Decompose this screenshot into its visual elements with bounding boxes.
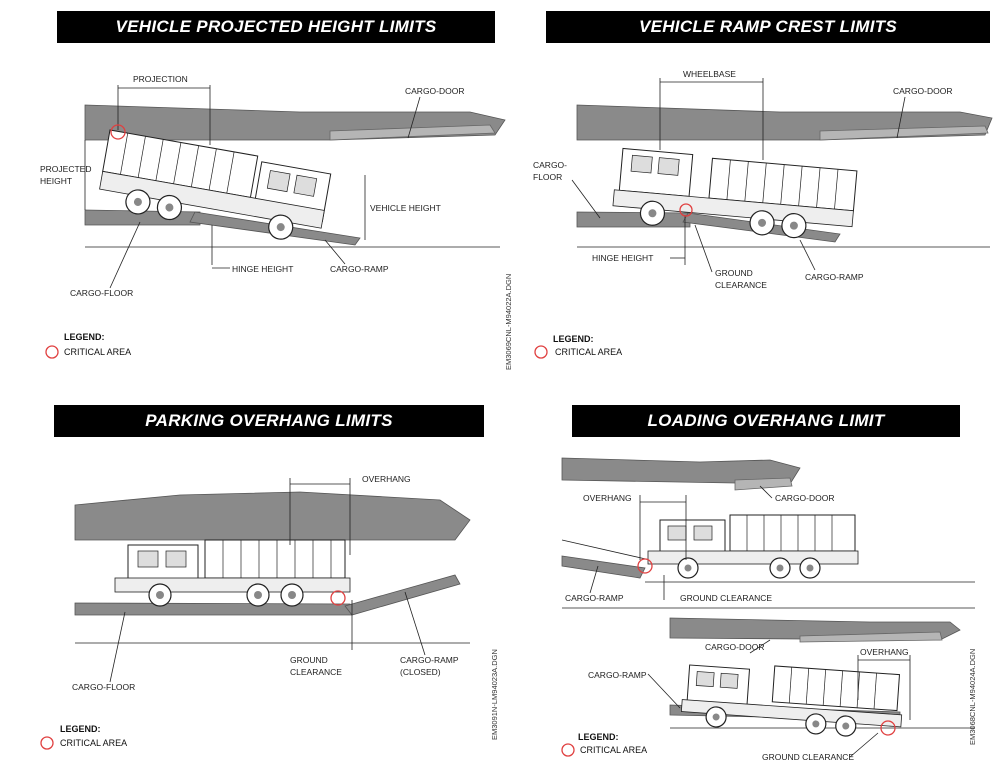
drawing-code: EM3069CNL-M94022A.DGN (504, 274, 513, 370)
label-clearance: CLEARANCE (290, 667, 342, 677)
label-hinge-height: HINGE HEIGHT (232, 264, 293, 274)
label-hinge-height: HINGE HEIGHT (592, 253, 653, 263)
truck-loading-lower (680, 664, 903, 737)
label-ground-clearance: GROUND CLEARANCE (680, 593, 772, 603)
critical-area-mark (110, 124, 126, 140)
label-cargo-ramp: CARGO-RAMP (400, 655, 459, 665)
truck-loading-upper (647, 514, 859, 579)
label-projection: PROJECTION (133, 74, 188, 84)
legend-title: LEGEND: (64, 332, 105, 342)
title-ramp-crest: VEHICLE RAMP CREST LIMITS (546, 11, 990, 43)
legend-critical-icon (45, 345, 59, 359)
label-overhang: OVERHANG (583, 493, 632, 503)
label-cargo-ramp-lower: CARGO-RAMP (588, 670, 647, 680)
label-cargo-ramp: CARGO-RAMP (805, 272, 864, 282)
label-cargo-floor: CARGO-FLOOR (72, 682, 135, 692)
legend-item: CRITICAL AREA (64, 347, 131, 357)
legend-title: LEGEND: (553, 334, 594, 344)
label-cargo-ramp-closed: (CLOSED) (400, 667, 441, 677)
legend-item: CRITICAL AREA (60, 738, 127, 748)
label-cargo-floor: CARGO-FLOOR (70, 288, 133, 298)
label-height: HEIGHT (40, 176, 72, 186)
label-cargo-ramp: CARGO-RAMP (565, 593, 624, 603)
legend-title: LEGEND: (578, 732, 619, 742)
label-overhang: OVERHANG (362, 474, 411, 484)
label-cargo-floor: CARGO- (533, 160, 567, 170)
truck-ramp-crest (612, 147, 858, 239)
label-ground: GROUND (290, 655, 328, 665)
truck-projected-height (99, 129, 332, 240)
title-parking-overhang: PARKING OVERHANG LIMITS (54, 405, 484, 437)
label-wheelbase: WHEELBASE (683, 69, 736, 79)
drawing-code: EM3068CNL-M94024A.DGN (968, 649, 977, 745)
label-projected: PROJECTED (40, 164, 91, 174)
truck-parking (114, 539, 351, 607)
title-loading-overhang: LOADING OVERHANG LIMIT (572, 405, 960, 437)
legend-item: CRITICAL AREA (555, 347, 622, 357)
label-ground: GROUND (715, 268, 753, 278)
label-ground-clearance-lower: GROUND CLEARANCE (762, 752, 854, 762)
label-overhang-lower: OVERHANG (860, 647, 909, 657)
drawing-code: EM3091N-LM94023A.DGN (490, 649, 499, 740)
label-clearance: CLEARANCE (715, 280, 767, 290)
label-cargo-floor-2: FLOOR (533, 172, 562, 182)
label-cargo-door-lower: CARGO-DOOR (705, 642, 765, 652)
label-cargo-door: CARGO-DOOR (893, 86, 953, 96)
label-vehicle-height: VEHICLE HEIGHT (370, 203, 441, 213)
legend-title: LEGEND: (60, 724, 101, 734)
label-cargo-door: CARGO-DOOR (775, 493, 835, 503)
label-cargo-door: CARGO-DOOR (405, 86, 465, 96)
title-projected-height: VEHICLE PROJECTED HEIGHT LIMITS (57, 11, 495, 43)
legend-item: CRITICAL AREA (580, 745, 647, 755)
label-cargo-ramp: CARGO-RAMP (330, 264, 389, 274)
